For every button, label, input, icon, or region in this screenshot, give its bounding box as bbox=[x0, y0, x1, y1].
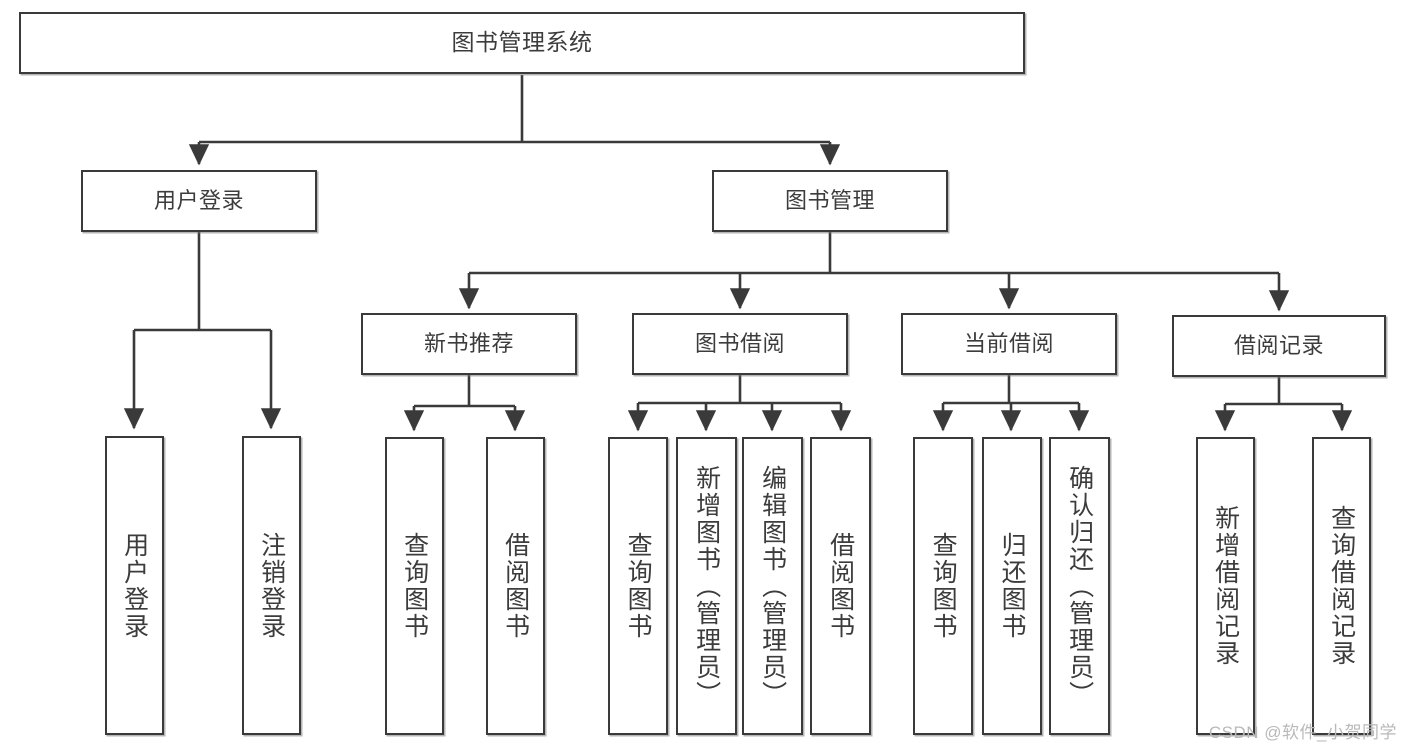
node-current-borrow[interactable]: 当前借阅 bbox=[901, 313, 1117, 375]
node-leaf-query-book-3[interactable]: 查询图书 bbox=[913, 437, 973, 735]
node-book-mgmt-label: 图书管理 bbox=[784, 188, 875, 214]
node-leaf-logout[interactable]: 注销登录 bbox=[242, 436, 301, 735]
node-leaf-borrow-book-2[interactable]: 借阅图书 bbox=[810, 437, 871, 735]
node-user-login-label: 用户登录 bbox=[153, 188, 244, 214]
node-new-book-recommend-label: 新书推荐 bbox=[423, 331, 514, 357]
node-leaf-return-book-label: 归还图书 bbox=[998, 532, 1027, 640]
node-root[interactable]: 图书管理系统 bbox=[19, 12, 1025, 74]
node-leaf-borrow-book-1[interactable]: 借阅图书 bbox=[486, 437, 545, 735]
node-leaf-add-record-label: 新增借阅记录 bbox=[1211, 505, 1240, 667]
node-leaf-borrow-book-2-label: 借阅图书 bbox=[826, 532, 855, 640]
node-leaf-query-book-3-label: 查询图书 bbox=[929, 532, 958, 640]
node-leaf-user-login[interactable]: 用户登录 bbox=[105, 436, 164, 735]
node-borrow-record[interactable]: 借阅记录 bbox=[1172, 315, 1386, 377]
node-leaf-confirm-return-admin[interactable]: 确认归还（管理员） bbox=[1049, 437, 1110, 735]
node-leaf-query-book-1-label: 查询图书 bbox=[400, 532, 429, 640]
node-leaf-edit-book-admin-label: 编辑图书（管理员） bbox=[758, 464, 787, 708]
node-leaf-query-book-2[interactable]: 查询图书 bbox=[608, 437, 668, 735]
node-leaf-user-login-label: 用户登录 bbox=[120, 531, 149, 640]
node-leaf-edit-book-admin[interactable]: 编辑图书（管理员） bbox=[742, 437, 803, 735]
node-leaf-add-record[interactable]: 新增借阅记录 bbox=[1196, 437, 1255, 735]
node-borrow-record-label: 借阅记录 bbox=[1233, 333, 1324, 359]
node-book-borrow[interactable]: 图书借阅 bbox=[632, 313, 848, 375]
node-leaf-query-record-label: 查询借阅记录 bbox=[1327, 505, 1356, 667]
node-leaf-confirm-return-admin-label: 确认归还（管理员） bbox=[1065, 464, 1094, 708]
node-leaf-logout-label: 注销登录 bbox=[257, 531, 286, 640]
node-leaf-query-book-1[interactable]: 查询图书 bbox=[385, 437, 444, 735]
node-book-borrow-label: 图书借阅 bbox=[694, 331, 785, 357]
node-leaf-query-book-2-label: 查询图书 bbox=[624, 532, 653, 640]
node-current-borrow-label: 当前借阅 bbox=[963, 331, 1054, 357]
watermark: CSDN @软件_小贺同学 bbox=[1208, 723, 1397, 742]
node-new-book-recommend[interactable]: 新书推荐 bbox=[361, 313, 577, 375]
node-root-label: 图书管理系统 bbox=[451, 29, 593, 56]
node-leaf-return-book[interactable]: 归还图书 bbox=[982, 437, 1042, 735]
node-book-mgmt[interactable]: 图书管理 bbox=[712, 170, 948, 232]
node-leaf-borrow-book-1-label: 借阅图书 bbox=[501, 532, 530, 640]
node-leaf-query-record[interactable]: 查询借阅记录 bbox=[1312, 437, 1371, 735]
node-leaf-add-book-admin[interactable]: 新增图书（管理员） bbox=[676, 437, 737, 735]
node-leaf-add-book-admin-label: 新增图书（管理员） bbox=[692, 464, 721, 708]
node-user-login[interactable]: 用户登录 bbox=[81, 170, 317, 232]
